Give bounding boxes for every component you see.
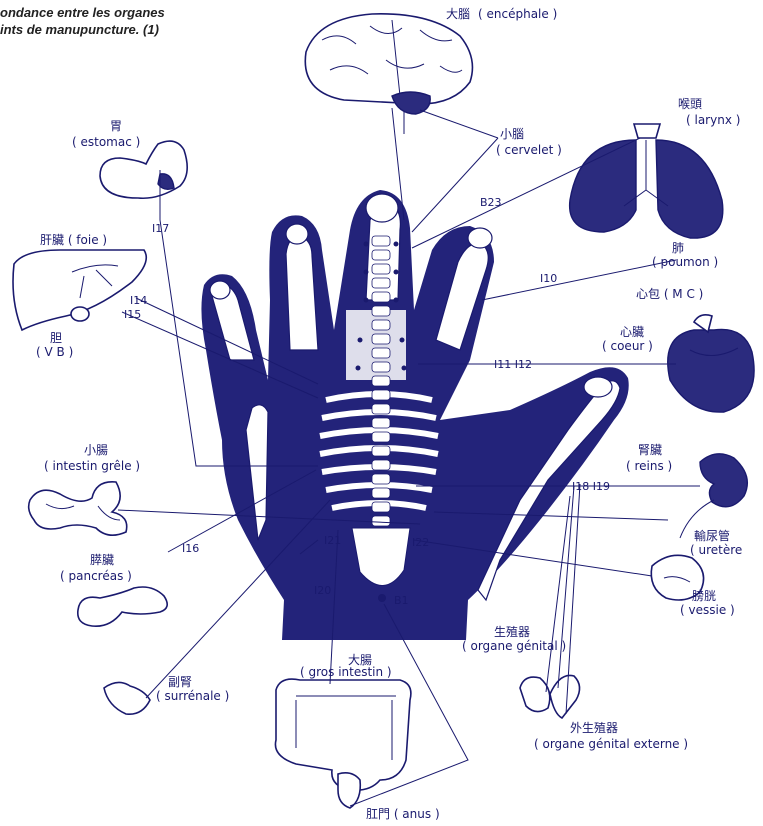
label-external-genital-cjk: 外生殖器 — [570, 720, 618, 735]
label-larynx-fr: ( larynx ) — [686, 113, 740, 127]
label-genital-cjk: 生殖器 — [494, 624, 530, 639]
point-i22: I22 — [412, 536, 429, 549]
heart-illustration — [668, 315, 754, 412]
point-b1: B1 — [394, 594, 409, 607]
label-heart-cjk: 心臟 — [620, 325, 644, 339]
label-anus: 肛門 ( anus ) — [366, 807, 440, 821]
kidney-illustration — [680, 454, 747, 538]
adrenal-illustration — [104, 682, 150, 714]
label-larynx-cjk: 喉頭 — [678, 97, 702, 111]
label-lung-cjk: 肺 — [672, 241, 684, 255]
point-i11-i12: I11 I12 — [494, 358, 532, 371]
label-kidney-fr: ( reins ) — [626, 459, 672, 473]
label-mc: 心包 ( M C ) — [636, 287, 703, 301]
point-i16: I16 — [182, 542, 199, 555]
small-intestine-illustration — [29, 482, 127, 535]
label-liver: 肝臟 ( foie ) — [40, 233, 107, 247]
label-large-intestine-fr: ( gros intestin ) — [300, 665, 392, 679]
lung-illustration — [570, 124, 723, 238]
point-i21: I21 — [324, 534, 341, 547]
label-genital-fr: ( organe génital ) — [462, 639, 566, 653]
label-bladder-cjk: 膀胱 — [692, 588, 716, 603]
label-external-genital-fr: ( organe génital externe ) — [534, 737, 688, 751]
stomach-illustration — [100, 141, 187, 198]
label-gallbladder-cjk: 胆 — [50, 331, 62, 345]
point-i10: I10 — [540, 272, 557, 285]
genital-illustration — [520, 675, 580, 718]
label-pancreas-cjk: 膵臟 — [90, 553, 114, 567]
point-i18-i19: I18 I19 — [572, 480, 610, 493]
label-lung-fr: ( poumon ) — [652, 255, 718, 269]
label-brain-cjk: 大腦 — [446, 6, 470, 21]
label-small-intestine-fr: ( intestin grêle ) — [44, 459, 140, 473]
point-i20: I20 — [314, 584, 331, 597]
point-i15: I15 — [124, 308, 141, 321]
label-stomach-fr: ( estomac ) — [72, 135, 140, 149]
label-stomach-cjk: 胃 — [110, 119, 122, 133]
label-brain-fr: ( encéphale ) — [478, 7, 557, 21]
label-adrenal-cjk: 副腎 — [168, 675, 192, 689]
label-bladder-fr: ( vessie ) — [680, 603, 735, 617]
label-adrenal-fr: ( surrénale ) — [156, 689, 229, 703]
point-b23: B23 — [480, 196, 502, 209]
label-small-intestine-cjk: 小腸 — [84, 443, 108, 457]
label-cerebellum-cjk: 小腦 — [500, 126, 524, 141]
pancreas-illustration — [78, 587, 167, 626]
label-ureter-fr: ( uretère — [690, 543, 742, 557]
label-gallbladder-fr: ( V B ) — [36, 345, 73, 359]
label-heart-fr: ( coeur ) — [602, 339, 653, 353]
label-ureter-cjk: 輸尿管 — [694, 528, 730, 543]
point-i14: I14 — [130, 294, 147, 307]
label-pancreas-fr: ( pancréas ) — [60, 569, 132, 583]
brain-illustration — [305, 14, 472, 134]
label-cerebellum-fr: ( cervelet ) — [496, 143, 562, 157]
label-kidney-cjk: 腎臟 — [638, 443, 662, 457]
large-intestine-illustration — [275, 679, 410, 808]
point-i17: I17 — [152, 222, 169, 235]
